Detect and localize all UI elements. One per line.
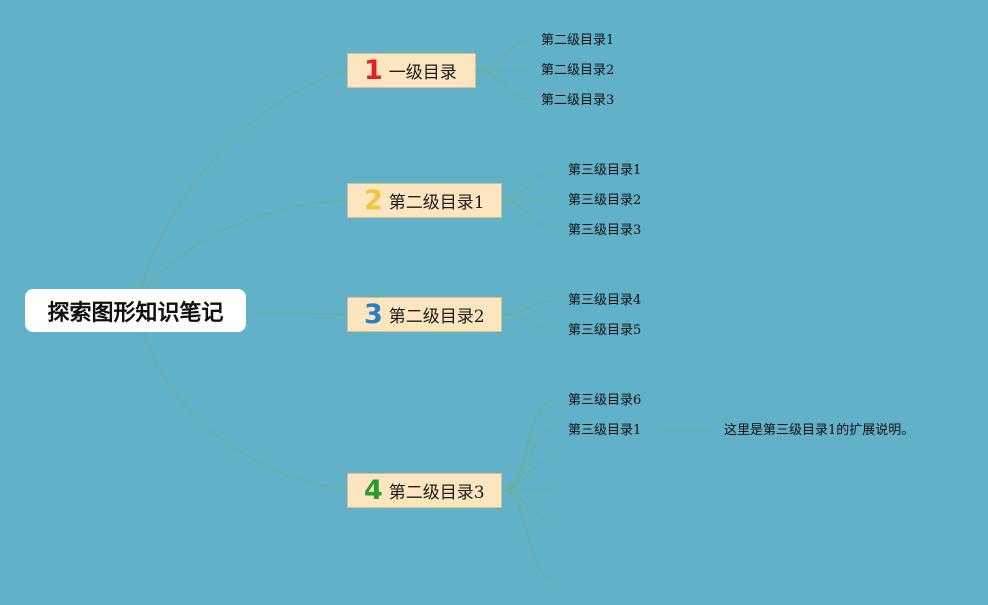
branch-2-number-badge: 2 (364, 185, 383, 216)
branch-4-label: 第二级目录3 (388, 483, 485, 503)
branch-3-number-badge: 3 (364, 299, 383, 330)
branch-node-2[interactable]: 2 第二级目录1 (347, 183, 502, 218)
connector-root-branch-1 (139, 69, 349, 290)
connector-b4-c2 (501, 429, 556, 491)
branch-2-child-2[interactable]: 第三级目录2 (568, 193, 642, 208)
branch-2-label: 第二级目录1 (388, 193, 485, 213)
branch-4-child-2-note[interactable]: 这里是第三级目录1的扩展说明。 (724, 423, 915, 438)
branch-1-number-badge: 1 (364, 55, 383, 86)
branch-2-child-3[interactable]: 第三级目录3 (568, 223, 642, 238)
connector-root-branch-4 (143, 331, 349, 491)
connector-b1-c1 (475, 39, 531, 71)
branch-4-number-badge: 4 (364, 475, 383, 506)
branch-node-4[interactable]: 4 第二级目录3 (347, 473, 502, 508)
connector-b3-c2 (501, 313, 556, 331)
branch-4-child-1[interactable]: 第三级目录6 (568, 393, 642, 408)
connector-root-branch-3 (245, 312, 349, 315)
branch-1-label: 一级目录 (388, 63, 457, 83)
connector-b1-c3 (475, 69, 531, 101)
branch-3-child-1[interactable]: 第三级目录4 (568, 293, 642, 308)
connector-b2-c1 (501, 169, 556, 201)
branch-3-child-2[interactable]: 第三级目录5 (568, 323, 642, 338)
root-node-label: 探索图形知识笔记 (47, 300, 224, 326)
branch-2-child-1[interactable]: 第三级目录1 (568, 163, 642, 178)
connector-b3-c1 (501, 299, 556, 315)
branch-3-label: 第二级目录2 (388, 307, 485, 327)
branch-node-3[interactable]: 3 第二级目录2 (347, 297, 502, 332)
branch-1-child-1[interactable]: 第二级目录1 (541, 33, 615, 48)
connector-b2-c3 (501, 199, 556, 231)
root-node[interactable]: 探索图形知识笔记 (25, 289, 246, 332)
branch-4-child-2[interactable]: 第三级目录1 (568, 423, 642, 438)
connector-b4-c1 (501, 399, 556, 491)
branch-1-child-3[interactable]: 第二级目录3 (541, 93, 615, 108)
branch-node-1[interactable]: 1 一级目录 (347, 53, 476, 88)
connector-b4-c6 (501, 489, 553, 579)
branch-1-child-2[interactable]: 第二级目录2 (541, 63, 615, 78)
connector-b4-c3 (501, 459, 553, 491)
connector-b4-c5 (501, 489, 553, 521)
connector-root-branch-2 (145, 199, 349, 290)
